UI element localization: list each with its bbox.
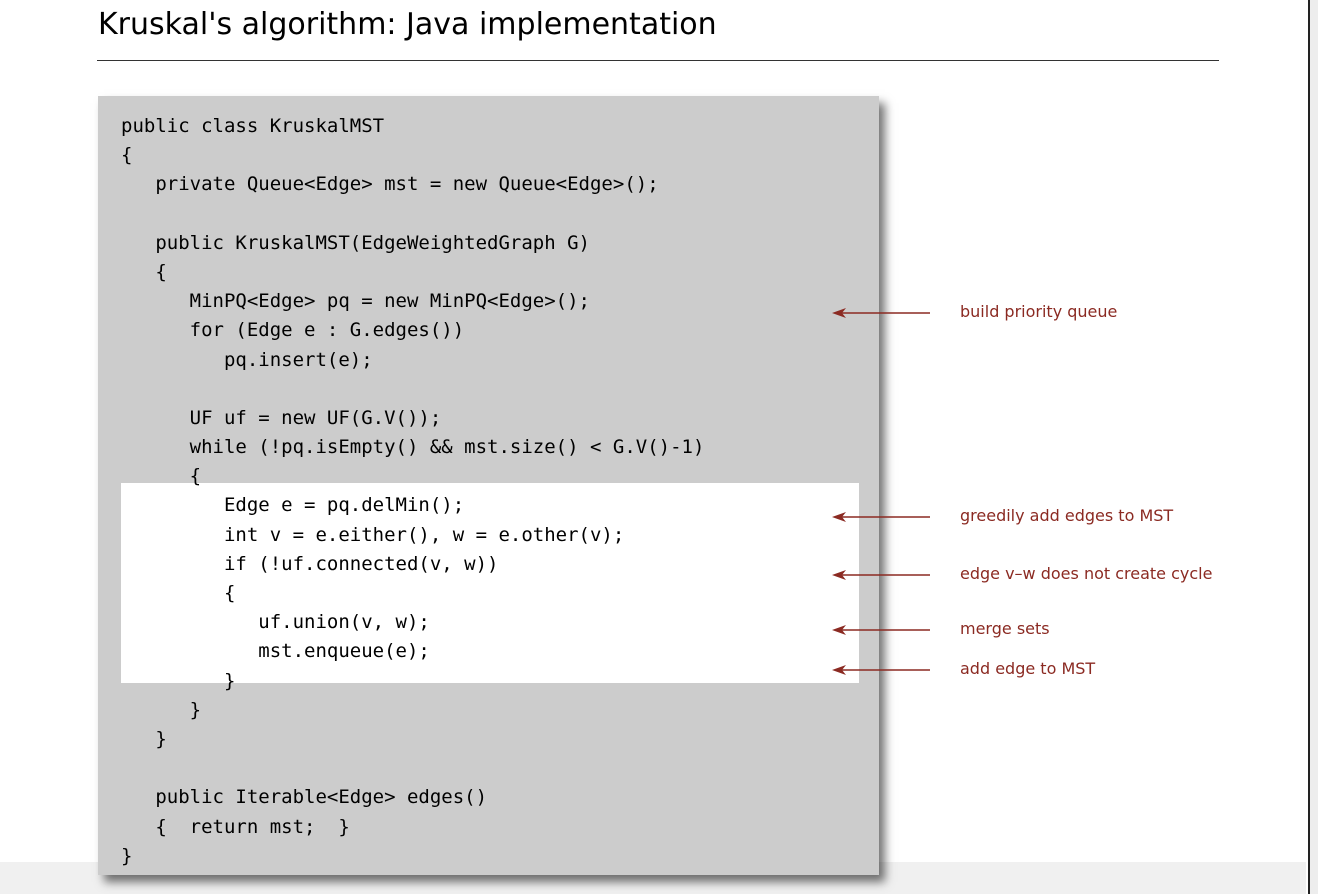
- code-line: while (!pq.isEmpty() && mst.size() < G.V…: [121, 436, 705, 459]
- code-line: {: [121, 465, 202, 488]
- code-line: if (!uf.connected(v, w)): [121, 552, 499, 575]
- code-highlight: [121, 483, 859, 683]
- title-divider: [97, 60, 1219, 61]
- code-line: }: [121, 698, 202, 721]
- annotation-no-cycle: edge v–w does not create cycle: [960, 564, 1213, 583]
- annotation-merge-sets: merge sets: [960, 619, 1050, 638]
- code-line: { return mst; }: [121, 815, 350, 838]
- code-line: {: [121, 144, 133, 167]
- arrow-left-icon: [832, 511, 932, 523]
- annotation-greedily-add-edges: greedily add edges to MST: [960, 506, 1174, 525]
- code-line: public Iterable<Edge> edges(): [121, 786, 488, 809]
- code-line: [121, 200, 704, 229]
- arrow-left-icon: [832, 624, 932, 636]
- code-line: {: [121, 260, 167, 283]
- code-line: Edge e = pq.delMin();: [121, 494, 465, 517]
- code-line: for (Edge e : G.edges()): [121, 319, 465, 342]
- code-line: MinPQ<Edge> pq = new MinPQ<Edge>();: [121, 290, 590, 313]
- code-line: private Queue<Edge> mst = new Queue<Edge…: [121, 173, 659, 196]
- code-line: }: [121, 669, 236, 692]
- code-line: pq.insert(e);: [121, 348, 373, 371]
- code-block: public class KruskalMST { private Queue<E…: [121, 112, 704, 871]
- code-line: [121, 754, 704, 783]
- annotation-build-priority-queue: build priority queue: [960, 302, 1118, 321]
- code-line: }: [121, 844, 133, 867]
- code-line: UF uf = new UF(G.V());: [121, 406, 442, 429]
- slide-edge: [1308, 0, 1318, 894]
- code-line: int v = e.either(), w = e.other(v);: [121, 523, 625, 546]
- code-line: uf.union(v, w);: [121, 611, 430, 634]
- annotation-add-edge: add edge to MST: [960, 659, 1096, 678]
- code-line: public class KruskalMST: [121, 115, 385, 137]
- code-line: }: [121, 727, 167, 750]
- code-line: {: [121, 582, 236, 604]
- code-line: public KruskalMST(EdgeWeightedGraph G): [121, 231, 590, 254]
- arrow-left-icon: [832, 664, 932, 676]
- arrow-left-icon: [832, 569, 932, 581]
- code-line: [121, 375, 704, 404]
- code-line: mst.enqueue(e);: [121, 640, 430, 663]
- slide-title: Kruskal's algorithm: Java implementation: [98, 7, 717, 42]
- arrow-left-icon: [832, 307, 932, 319]
